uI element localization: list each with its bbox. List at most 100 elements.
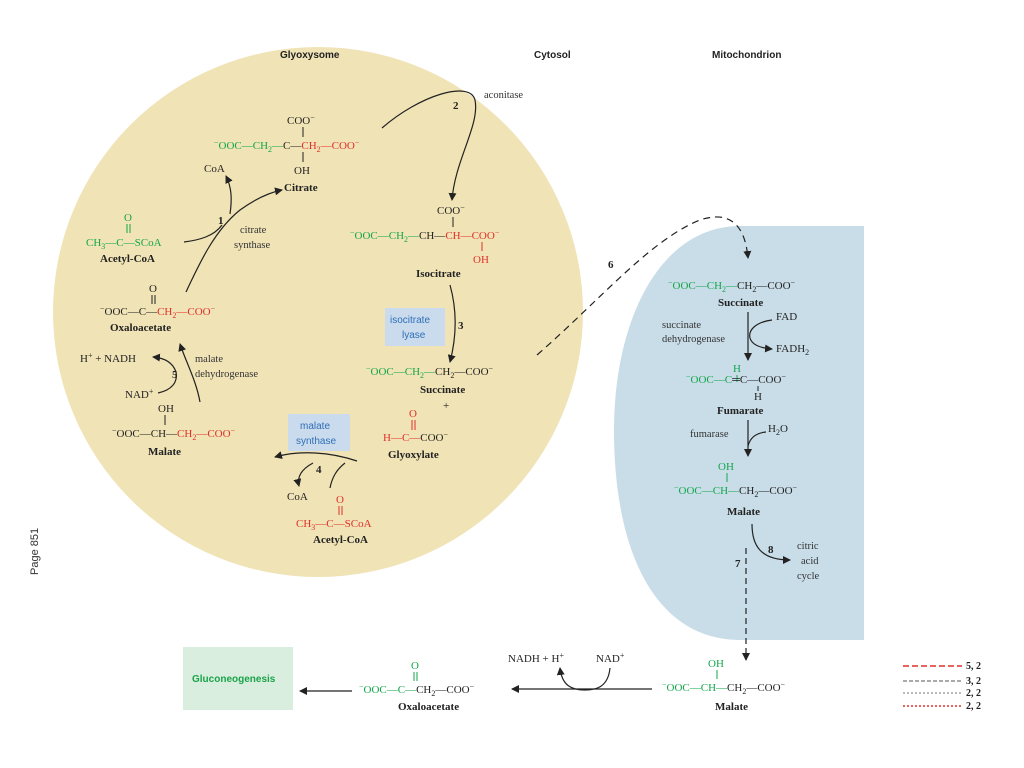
malate-synthase-box (288, 414, 350, 451)
legend-label-1: 5, 2 (966, 661, 981, 672)
svg-text:H: H (733, 363, 741, 375)
acetyl-coa-left-structure: O CH3—C—SCoA (86, 212, 162, 251)
aconitase-arrow (381, 90, 477, 201)
citrate-synthase-coa-arrow (225, 175, 233, 215)
nadh-cytosol-label: NADH + H+ (508, 651, 564, 665)
svg-text:O: O (409, 408, 417, 420)
oxaloacetate-glyoxysome-structure: O −OOC—C—CH2—COO− (100, 283, 216, 320)
malate-synthase-label-2: synthase (296, 436, 336, 447)
step-8: 8 (768, 544, 774, 556)
succinate-mito-structure: −OOC—CH2—CH2—COO− (668, 278, 796, 294)
page-label: Page 851 (29, 528, 41, 575)
acetyl-coa-left-label: Acetyl-CoA (100, 253, 155, 265)
citrate-structure: COO− −OOC—CH2—C—CH2—COO− OH (214, 113, 360, 177)
isocitrate-lyase-arrow (447, 284, 456, 363)
glyoxysome-compartment (53, 47, 583, 577)
nad-label-5: NAD+ (125, 387, 154, 401)
citrate-synthase-label-2: synthase (234, 240, 271, 251)
svg-text:H: H (754, 391, 762, 403)
nad-cytosol-label: NAD+ (596, 651, 625, 665)
svg-text:CH3—C—SCoA: CH3—C—SCoA (296, 518, 372, 532)
svg-text:OH: OH (158, 403, 174, 415)
malate-cytosol-label: Malate (715, 701, 748, 713)
svg-text:O: O (336, 494, 344, 506)
succinate-transport-arrow (536, 216, 752, 356)
svg-text:−OOC—CH2—CH—CH—COO−: −OOC—CH2—CH—CH—COO− (350, 228, 500, 244)
step-3: 3 (458, 320, 464, 332)
svg-text:−OOC—C—CH2—COO−: −OOC—C—CH2—COO− (100, 304, 216, 320)
svg-text:O: O (411, 660, 419, 672)
step-1: 1 (218, 215, 224, 227)
fadh2-label: FADH2 (776, 343, 809, 357)
fumarate-label: Fumarate (717, 405, 764, 417)
citric-acid-cycle-arrow (751, 523, 791, 564)
malate-synthase-label-1: malate (300, 421, 330, 432)
svg-text:OH: OH (718, 461, 734, 473)
svg-text:−OOC—CH—CH2—COO−: −OOC—CH—CH2—COO− (112, 426, 236, 442)
gluconeogenesis-label: Gluconeogenesis (192, 674, 276, 685)
svg-text:CH3—C—SCoA: CH3—C—SCoA (86, 237, 162, 251)
svg-text:COO−: COO− (437, 203, 465, 217)
fumarase-label: fumarase (690, 429, 729, 440)
citric-label-1: citric (797, 541, 819, 552)
h2o-label: H2O (768, 423, 788, 437)
isocitrate-lyase-label-2: lyase (402, 330, 426, 341)
fad-label: FAD (776, 311, 797, 323)
nadh-label: H+ + NADH (80, 351, 136, 365)
mitochondrion-compartment (614, 226, 864, 640)
svg-text:−OOC—CH2—C—CH2—COO−: −OOC—CH2—C—CH2—COO− (214, 138, 360, 154)
svg-text:OH: OH (708, 658, 724, 670)
oxaloacetate-cytosol-label: Oxaloacetate (398, 701, 459, 713)
glyoxylate-label: Glyoxylate (388, 449, 439, 461)
citrate-label: Citrate (284, 182, 318, 194)
header-mitochondrion: Mitochondrion (712, 50, 781, 61)
legend-label-3: 2, 2 (966, 688, 981, 699)
header-glyoxysome: Glyoxysome (280, 50, 340, 61)
citrate-synthase-arrow (185, 187, 283, 293)
header-cytosol: Cytosol (534, 50, 571, 61)
svg-text:COO−: COO− (287, 113, 315, 127)
svg-text:OH: OH (473, 254, 489, 266)
step-6: 6 (608, 259, 614, 271)
malate-dh-arrow (178, 343, 201, 403)
svg-text:−OOC—CH—CH2—COO−: −OOC—CH—CH2—COO− (662, 680, 786, 696)
coa-label-4: CoA (287, 491, 308, 503)
gluconeogenesis-box (183, 647, 293, 710)
citric-label-3: cycle (797, 571, 819, 582)
svg-text:O: O (149, 283, 157, 295)
succinate-dh-label-2: dehydrogenase (662, 334, 725, 345)
malate-glyoxysome-label: Malate (148, 446, 181, 458)
legend-label-2: 3, 2 (966, 676, 981, 687)
fumarate-structure: H −OOC—C═C—COO− H (686, 363, 786, 403)
isocitrate-lyase-box (385, 308, 445, 346)
citric-label-2: acid (801, 556, 819, 567)
svg-text:−OOC—C═C—COO−: −OOC—C═C—COO− (686, 372, 786, 386)
coa-label-1: CoA (204, 163, 225, 175)
cytosol-nad-arrow (556, 667, 611, 691)
svg-text:−OOC—C—CH2—COO−: −OOC—C—CH2—COO− (359, 682, 475, 698)
step-7: 7 (735, 558, 741, 570)
aconitase-label: aconitase (484, 90, 523, 101)
acetyl-coa-bottom-label: Acetyl-CoA (313, 534, 368, 546)
malate-mito-structure: OH −OOC—CH—CH2—COO− (674, 461, 798, 499)
malate-dh-label-1: malate (195, 354, 223, 365)
malate-cytosol-structure: OH −OOC—CH—CH2—COO− (662, 658, 786, 696)
succinate-dh-label-1: succinate (662, 320, 701, 331)
oxaloacetate-cytosol-structure: O −OOC—C—CH2—COO− (359, 660, 475, 698)
isocitrate-structure: COO− −OOC—CH2—CH—CH—COO− OH (350, 203, 500, 266)
oxaloacetate-glyoxysome-label: Oxaloacetate (110, 322, 171, 334)
malate-glyoxysome-structure: OH −OOC—CH—CH2—COO− (112, 403, 236, 442)
succinate-structure: −OOC—CH2—CH2—COO− (366, 364, 494, 380)
legend-label-4: 2, 2 (966, 701, 981, 712)
succinate-dh-fad-arrow (749, 319, 773, 353)
line-style-legend: 5, 2 3, 2 2, 2 2, 2 (903, 661, 981, 712)
malate-dh-nad-arrow (152, 353, 177, 394)
malate-mito-label: Malate (727, 506, 760, 518)
malate-synthase-acetylcoa-arrow (329, 462, 346, 489)
isocitrate-lyase-label-1: isocitrate (390, 315, 430, 326)
citrate-synthase-label-1: citrate (240, 225, 267, 236)
svg-text:−OOC—CH—CH2—COO−: −OOC—CH—CH2—COO− (674, 483, 798, 499)
glyoxylate-structure: O H—C—COO− (383, 408, 449, 444)
step-2: 2 (453, 100, 459, 112)
